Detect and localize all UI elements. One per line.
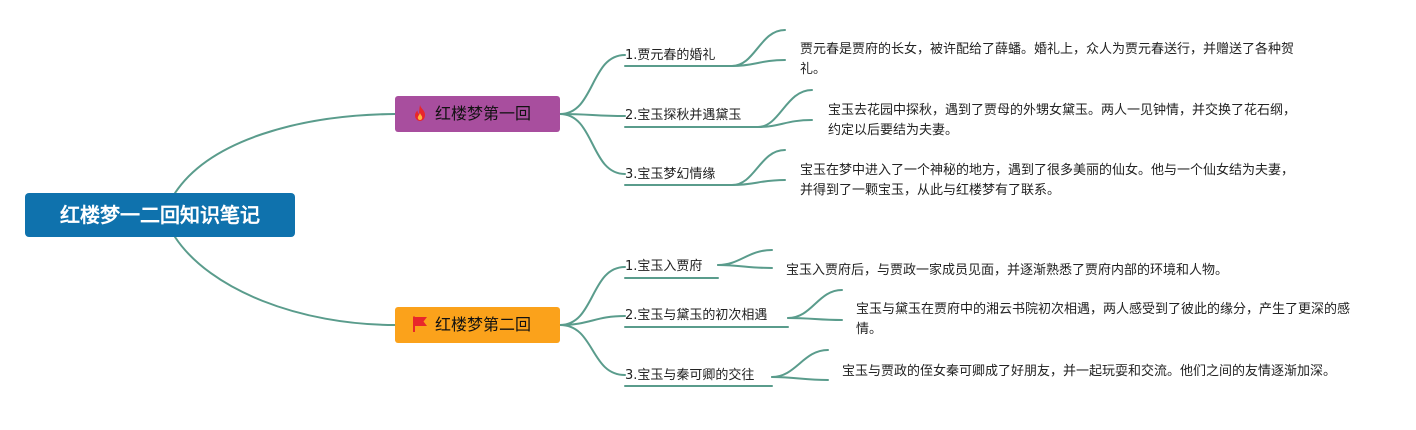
edge-b1-sub-1: [559, 54, 626, 115]
subtopic-b2-3[interactable]: 3.宝玉与秦可卿的交往: [625, 368, 755, 383]
subtopic-b2-1[interactable]: 1.宝玉入贾府: [625, 259, 703, 274]
edge-b2-sub-2: [559, 315, 626, 326]
note-b2-1[interactable]: 宝玉入贾府后，与贾政一家成员见面，并逐渐熟悉了贾府内部的环境和人物。: [786, 263, 1229, 278]
edge-b1-sub-2: [559, 113, 626, 117]
fire-icon: [411, 99, 429, 121]
note-b2-3[interactable]: 宝玉与贾政的侄女秦可卿成了好朋友，并一起玩耍和交流。他们之间的友情逐渐加深。: [842, 364, 1337, 379]
branch-topic-2-label: 红楼梦第二回: [435, 315, 532, 334]
edge-b2-sub-3: [559, 324, 626, 376]
subtopic-b1-1[interactable]: 1.贾元春的婚礼: [625, 48, 716, 63]
note-b2-2[interactable]: 宝玉与黛玉在贾府中的湘云书院初次相遇，两人感受到了彼此的缘分，产生了更深的感情。: [856, 302, 1351, 337]
note-b1-2[interactable]: 宝玉去花园中探秋，遇到了贾母的外甥女黛玉。两人一见钟情，并交换了花石纲，约定以后…: [828, 103, 1297, 138]
edge-root-branch-2: [174, 236, 396, 326]
subtopic-b1-3[interactable]: 3.宝玉梦幻情缘: [625, 167, 716, 182]
branch-topic-1[interactable]: 红楼梦第一回: [395, 96, 560, 132]
edge-b2-sub-1: [559, 266, 626, 326]
root-topic[interactable]: 红楼梦一二回知识笔记: [25, 193, 295, 237]
subtopic-b1-2[interactable]: 2.宝玉探秋并遇黛玉: [625, 108, 742, 123]
edge-root-branch-1: [174, 113, 396, 194]
subtopic-b2-2[interactable]: 2.宝玉与黛玉的初次相遇: [625, 308, 768, 323]
root-topic-label: 红楼梦一二回知识笔记: [60, 203, 260, 227]
branch-topic-2[interactable]: 红楼梦第二回: [395, 307, 560, 343]
note-b1-1[interactable]: 贾元春是贾府的长女，被许配给了薛蟠。婚礼上，众人为贾元春送行，并赠送了各种贺礼。: [800, 42, 1295, 77]
branch-topic-1-label: 红楼梦第一回: [435, 104, 532, 123]
edge-b1-sub-3: [559, 113, 626, 175]
flag-icon: [411, 310, 429, 332]
note-b1-3[interactable]: 宝玉在梦中进入了一个神秘的地方，遇到了很多美丽的仙女。他与一个仙女结为夫妻，并得…: [800, 163, 1295, 198]
